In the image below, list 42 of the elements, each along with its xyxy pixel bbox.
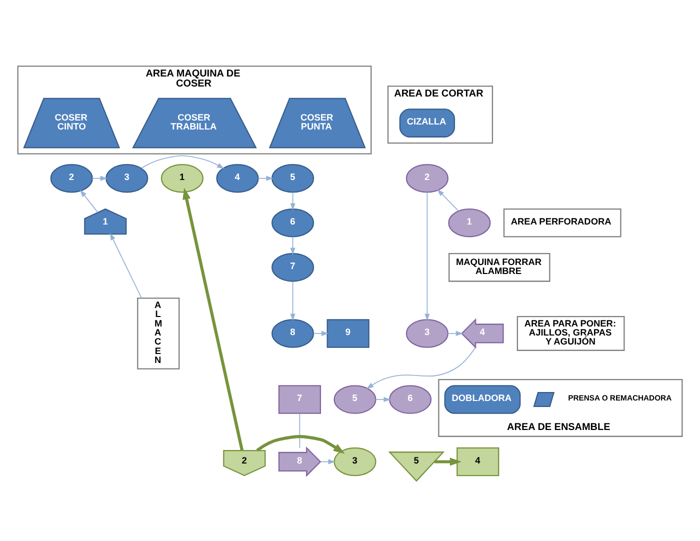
node-ellipse: 7: [271, 253, 314, 282]
arrow: [182, 188, 244, 451]
node-ellipse: 2: [406, 164, 448, 193]
arrow: [366, 347, 476, 390]
arrow: [437, 189, 459, 212]
node-ellipse: 8: [271, 319, 314, 348]
node-ellipse: 6: [271, 208, 314, 238]
node-box: 9: [326, 319, 370, 348]
node-ellipse: 6: [388, 385, 432, 414]
node-box: CIZALLA: [399, 108, 456, 138]
node-ellipse: 3: [106, 164, 148, 193]
arrow: [313, 330, 329, 336]
arrow: [290, 236, 296, 255]
connector: [299, 413, 300, 448]
node-ellipse: 1: [448, 208, 491, 238]
arrow: [256, 435, 345, 454]
arrow: [110, 232, 142, 299]
arrow: [258, 176, 274, 181]
node-ellipse: 5: [271, 164, 314, 193]
node-ellipse: 5: [334, 385, 376, 414]
arrow: [434, 458, 462, 466]
node-box: 4: [456, 447, 500, 476]
node-box: AREA PARA PONER: AJILLOS, GRAPAS Y AGUIJÓN: [516, 316, 625, 351]
arrow: [424, 192, 430, 322]
node-box: 7: [278, 385, 321, 414]
arrow: [447, 330, 464, 336]
node-ellipse: 3: [334, 447, 376, 476]
arrow: [375, 397, 391, 402]
arrow: [290, 192, 296, 210]
node-box: ALMACEN: [137, 298, 180, 370]
node-ellipse: 2: [50, 164, 93, 193]
arrow: [92, 176, 108, 181]
node-ellipse: 3: [406, 319, 448, 348]
arrow: [290, 281, 296, 321]
node-box: AREA PERFORADORA: [503, 208, 622, 238]
arrow: [140, 155, 224, 169]
node-box: MAQUINA FORRAR ALAMBRE: [448, 253, 550, 282]
node-ellipse: 1: [160, 164, 204, 193]
arrow: [80, 190, 98, 213]
node-parallelogram: [533, 392, 555, 407]
node-label: PRENSA O REMACHADORA: [568, 394, 672, 403]
node-box: DOBLADORA: [444, 385, 521, 414]
